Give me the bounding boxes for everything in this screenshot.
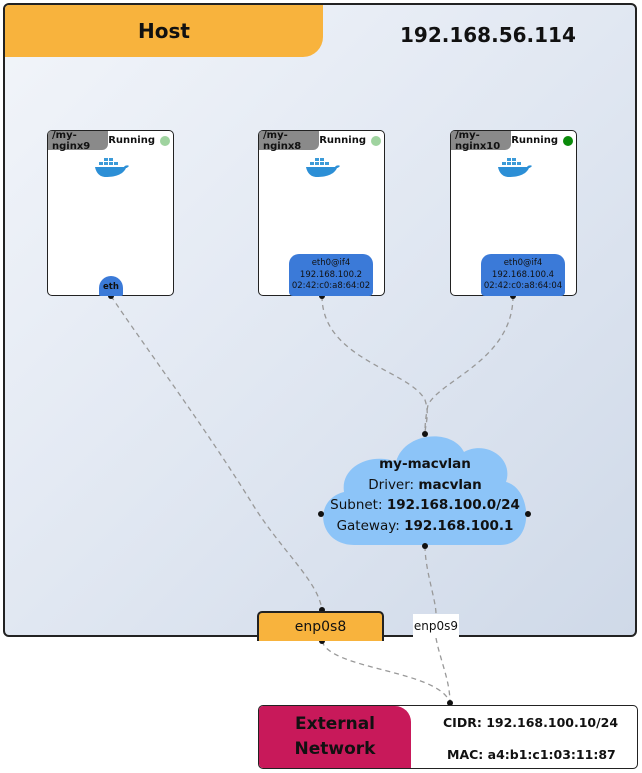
container-name: /my-nginx9 xyxy=(48,130,109,152)
subnet-label: Subnet: xyxy=(330,497,383,513)
port-dot xyxy=(422,431,428,437)
container-name: /my-nginx8 xyxy=(259,130,320,152)
gateway-label: Gateway: xyxy=(336,517,400,534)
network-cloud xyxy=(323,436,527,545)
interface-enp0s8[interactable]: enp0s8 xyxy=(257,611,384,641)
external-label-line1: External xyxy=(294,714,376,734)
port-dot xyxy=(422,543,428,549)
port-dot xyxy=(525,511,531,517)
link-cloud-enp0s9 xyxy=(424,545,437,615)
container-card[interactable]: /my-nginx9 Running eth xyxy=(47,130,174,296)
link-enp0s8-external xyxy=(321,640,451,704)
external-cidr: CIDR: 192.168.100.10/24 xyxy=(443,715,618,730)
interface-mac: 02:42:c0:a8:64:02 xyxy=(291,281,371,291)
interface-badge: eth xyxy=(99,276,123,296)
interface-ip: 192.168.100.2 xyxy=(299,269,363,280)
container-status: Running xyxy=(319,135,366,146)
interface-badge: eth0@if4 192.168.100.2 02:42:c0:a8:64:02 xyxy=(289,254,373,296)
network-info[interactable]: my-macvlan Driver: macvlan Subnet: 192.1… xyxy=(322,454,528,536)
driver-label: Driver: xyxy=(368,476,415,493)
container-status: Running xyxy=(511,135,558,146)
mac-label: MAC: xyxy=(447,747,484,762)
gateway-value: 192.168.100.1 xyxy=(404,517,514,534)
docker-whale-icon xyxy=(95,158,129,177)
port-dot xyxy=(447,700,453,706)
subnet-value: 192.168.100.0/24 xyxy=(386,497,520,513)
status-indicator-icon xyxy=(160,135,170,146)
driver-value: macvlan xyxy=(418,476,482,493)
docker-whale-icon xyxy=(306,158,340,177)
interface-label: eth0@if4 xyxy=(503,258,543,268)
container-card[interactable]: /my-nginx10 Running eth0@if4 192.168.100… xyxy=(450,130,577,296)
host-title: Host xyxy=(5,5,323,57)
port-dot xyxy=(318,511,324,517)
docker-whale-icon xyxy=(498,158,532,177)
interface-label: eth0@if4 xyxy=(311,258,351,268)
interface-ip: 192.168.100.4 xyxy=(491,269,555,280)
status-indicator-icon xyxy=(563,135,573,146)
host-ip: 192.168.56.114 xyxy=(400,23,576,47)
external-network-label: External Network xyxy=(259,706,411,768)
link-nginx9-enp0s8 xyxy=(110,295,323,611)
link-enp0s9-external xyxy=(435,637,451,704)
mac-value: a4:b1:c1:03:11:87 xyxy=(487,747,616,762)
cidr-value: 192.168.100.10/24 xyxy=(486,715,619,730)
interface-mac: 02:42:c0:a8:64:04 xyxy=(483,281,563,291)
link-nginx8-cloud xyxy=(321,295,428,435)
cidr-label: CIDR: xyxy=(443,715,482,730)
host-box: Host 192.168.56.114 xyxy=(3,3,637,637)
external-label-line2: Network xyxy=(294,739,376,759)
container-name: /my-nginx10 xyxy=(451,130,512,152)
container-status: Running xyxy=(108,135,155,146)
link-nginx10-cloud xyxy=(424,295,514,435)
external-network-box[interactable]: External Network CIDR: 192.168.100.10/24… xyxy=(258,705,638,769)
external-mac: MAC: a4:b1:c1:03:11:87 xyxy=(447,747,616,762)
status-indicator-icon xyxy=(371,135,381,146)
interface-badge: eth0@if4 192.168.100.4 02:42:c0:a8:64:04 xyxy=(481,254,565,296)
network-name: my-macvlan xyxy=(379,456,471,472)
container-card[interactable]: /my-nginx8 Running eth0@if4 192.168.100.… xyxy=(258,130,385,296)
interface-enp0s9[interactable]: enp0s9 xyxy=(413,614,459,638)
